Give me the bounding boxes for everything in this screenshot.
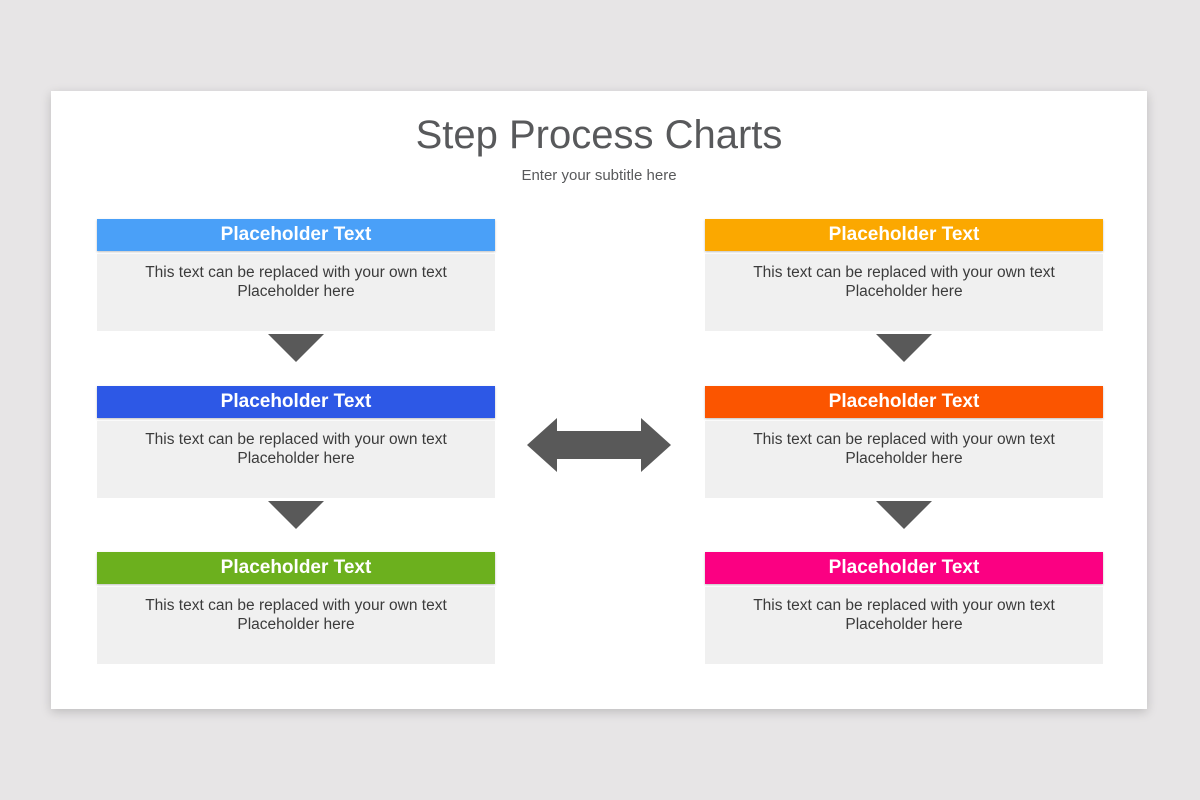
process-box-header[interactable]: Placeholder Text bbox=[97, 386, 495, 418]
down-arrow-icon bbox=[268, 501, 324, 529]
down-arrow-icon bbox=[876, 334, 932, 362]
process-box-body[interactable]: This text can be replaced with your own … bbox=[97, 587, 495, 664]
process-box-left-3[interactable]: Placeholder Text This text can be replac… bbox=[97, 552, 495, 664]
box-body-line1: This text can be replaced with your own … bbox=[145, 597, 447, 614]
slide-subtitle[interactable]: Enter your subtitle here bbox=[521, 167, 677, 184]
box-body-line1: This text can be replaced with your own … bbox=[753, 264, 1055, 281]
box-body-line1: This text can be replaced with your own … bbox=[145, 264, 447, 281]
process-box-header[interactable]: Placeholder Text bbox=[705, 552, 1103, 584]
box-body-line2: Placeholder here bbox=[845, 616, 963, 633]
process-box-right-3[interactable]: Placeholder Text This text can be replac… bbox=[705, 552, 1103, 664]
box-body-line1: This text can be replaced with your own … bbox=[145, 431, 447, 448]
box-body-line2: Placeholder here bbox=[237, 283, 355, 300]
box-body-line2: Placeholder here bbox=[845, 283, 963, 300]
slide-title[interactable]: Step Process Charts bbox=[415, 113, 783, 157]
process-box-header[interactable]: Placeholder Text bbox=[705, 219, 1103, 251]
process-box-header[interactable]: Placeholder Text bbox=[97, 552, 495, 584]
process-box-body[interactable]: This text can be replaced with your own … bbox=[705, 587, 1103, 664]
box-body-line2: Placeholder here bbox=[237, 450, 355, 467]
box-body-line1: This text can be replaced with your own … bbox=[753, 431, 1055, 448]
process-box-body[interactable]: This text can be replaced with your own … bbox=[97, 421, 495, 498]
process-box-header[interactable]: Placeholder Text bbox=[97, 219, 495, 251]
process-box-header[interactable]: Placeholder Text bbox=[705, 386, 1103, 418]
double-arrow-icon bbox=[527, 418, 671, 472]
process-box-left-2[interactable]: Placeholder Text This text can be replac… bbox=[97, 386, 495, 498]
process-box-right-2[interactable]: Placeholder Text This text can be replac… bbox=[705, 386, 1103, 498]
process-box-body[interactable]: This text can be replaced with your own … bbox=[705, 254, 1103, 331]
down-arrow-icon bbox=[876, 501, 932, 529]
process-box-body[interactable]: This text can be replaced with your own … bbox=[97, 254, 495, 331]
box-body-line2: Placeholder here bbox=[845, 450, 963, 467]
box-body-line1: This text can be replaced with your own … bbox=[753, 597, 1055, 614]
down-arrow-icon bbox=[268, 334, 324, 362]
process-box-right-1[interactable]: Placeholder Text This text can be replac… bbox=[705, 219, 1103, 331]
box-body-line2: Placeholder here bbox=[237, 616, 355, 633]
process-box-body[interactable]: This text can be replaced with your own … bbox=[705, 421, 1103, 498]
process-box-left-1[interactable]: Placeholder Text This text can be replac… bbox=[97, 219, 495, 331]
slide-canvas: Step Process Charts Enter your subtitle … bbox=[51, 91, 1147, 709]
